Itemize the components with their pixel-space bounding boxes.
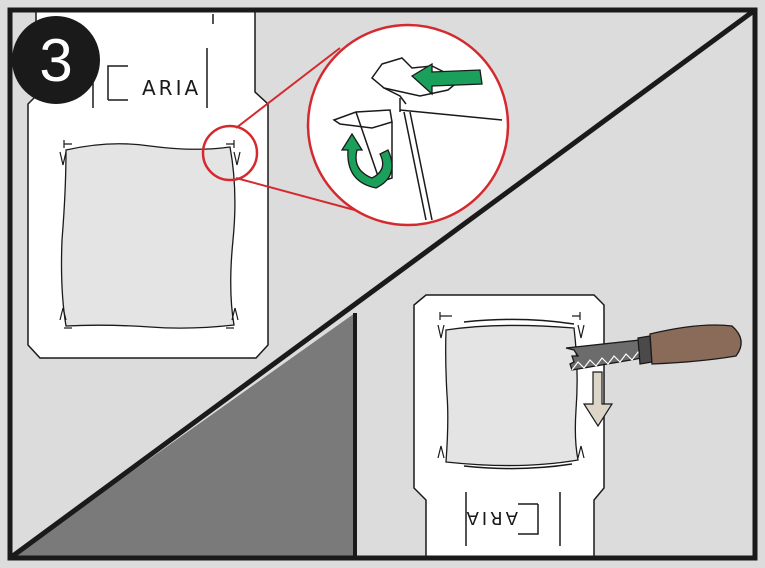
template-bottom: ARIA: [413, 294, 605, 559]
step-number: 3: [39, 27, 72, 94]
template-bottom-label-box: [518, 503, 539, 535]
template-top: ARIA: [27, 9, 269, 359]
template-top-cutout: [60, 143, 236, 329]
clip-detail: [383, 87, 407, 105]
step-badge: 3: [12, 16, 100, 104]
callout-magnifier: [306, 23, 510, 227]
template-bottom-cutout: [445, 324, 579, 467]
callout-highlight: [201, 124, 259, 182]
saw-teeth: [571, 350, 643, 371]
callout-line: [235, 47, 341, 129]
callout-circle: [306, 23, 510, 227]
panel-divider: [8, 7, 757, 561]
handsaw-icon: [565, 324, 742, 371]
callout-line: [235, 177, 363, 213]
template-edge: [399, 109, 503, 221]
green-push-arrow: [410, 62, 483, 96]
saw-handle: [649, 324, 742, 365]
cut-strip: [463, 463, 573, 470]
corner-clip: [437, 312, 585, 459]
green-rotate-arrow: [340, 132, 393, 189]
corner-clip: [59, 140, 241, 329]
template-bottom-label: ARIA: [464, 507, 518, 528]
template-top-label: ARIA: [142, 76, 201, 100]
step-badge-circle: [12, 16, 100, 104]
down-arrow: [582, 371, 614, 428]
frame-border: [7, 7, 758, 561]
template-top-label-box: [107, 65, 128, 101]
cut-strip: [463, 318, 575, 325]
